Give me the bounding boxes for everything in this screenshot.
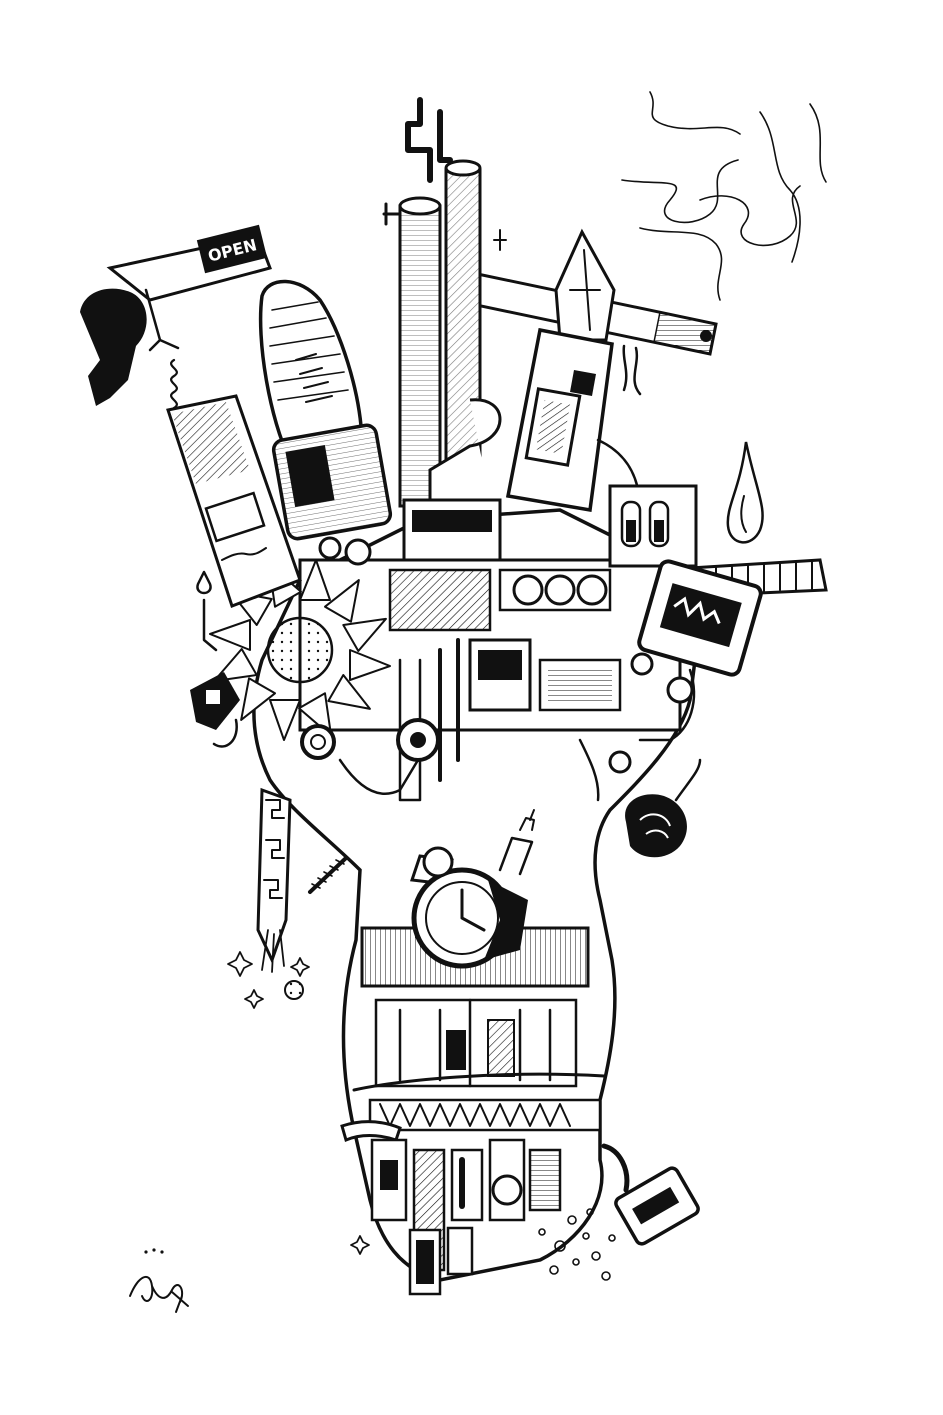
gears bbox=[300, 652, 694, 762]
bubbles bbox=[538, 1208, 616, 1281]
pinky-finger: OPEN bbox=[80, 224, 302, 608]
artist-signature bbox=[129, 1248, 189, 1313]
smoke-wisps bbox=[621, 91, 827, 301]
camera-unit bbox=[190, 570, 240, 748]
forearm-blocks bbox=[370, 1138, 562, 1296]
berry bbox=[284, 980, 304, 1000]
greek-key-ribbon bbox=[256, 787, 292, 973]
flame-drop bbox=[726, 441, 764, 544]
wristwatch bbox=[409, 809, 535, 969]
sunflower bbox=[209, 559, 391, 741]
tower-finger bbox=[382, 97, 507, 562]
pen-finger bbox=[505, 228, 642, 513]
screw-bolt bbox=[308, 856, 348, 894]
sparkles bbox=[227, 951, 370, 1255]
thumb-device bbox=[608, 484, 828, 742]
black-rose bbox=[625, 758, 702, 858]
sneaker-finger bbox=[258, 279, 393, 566]
padlock bbox=[601, 1143, 700, 1246]
